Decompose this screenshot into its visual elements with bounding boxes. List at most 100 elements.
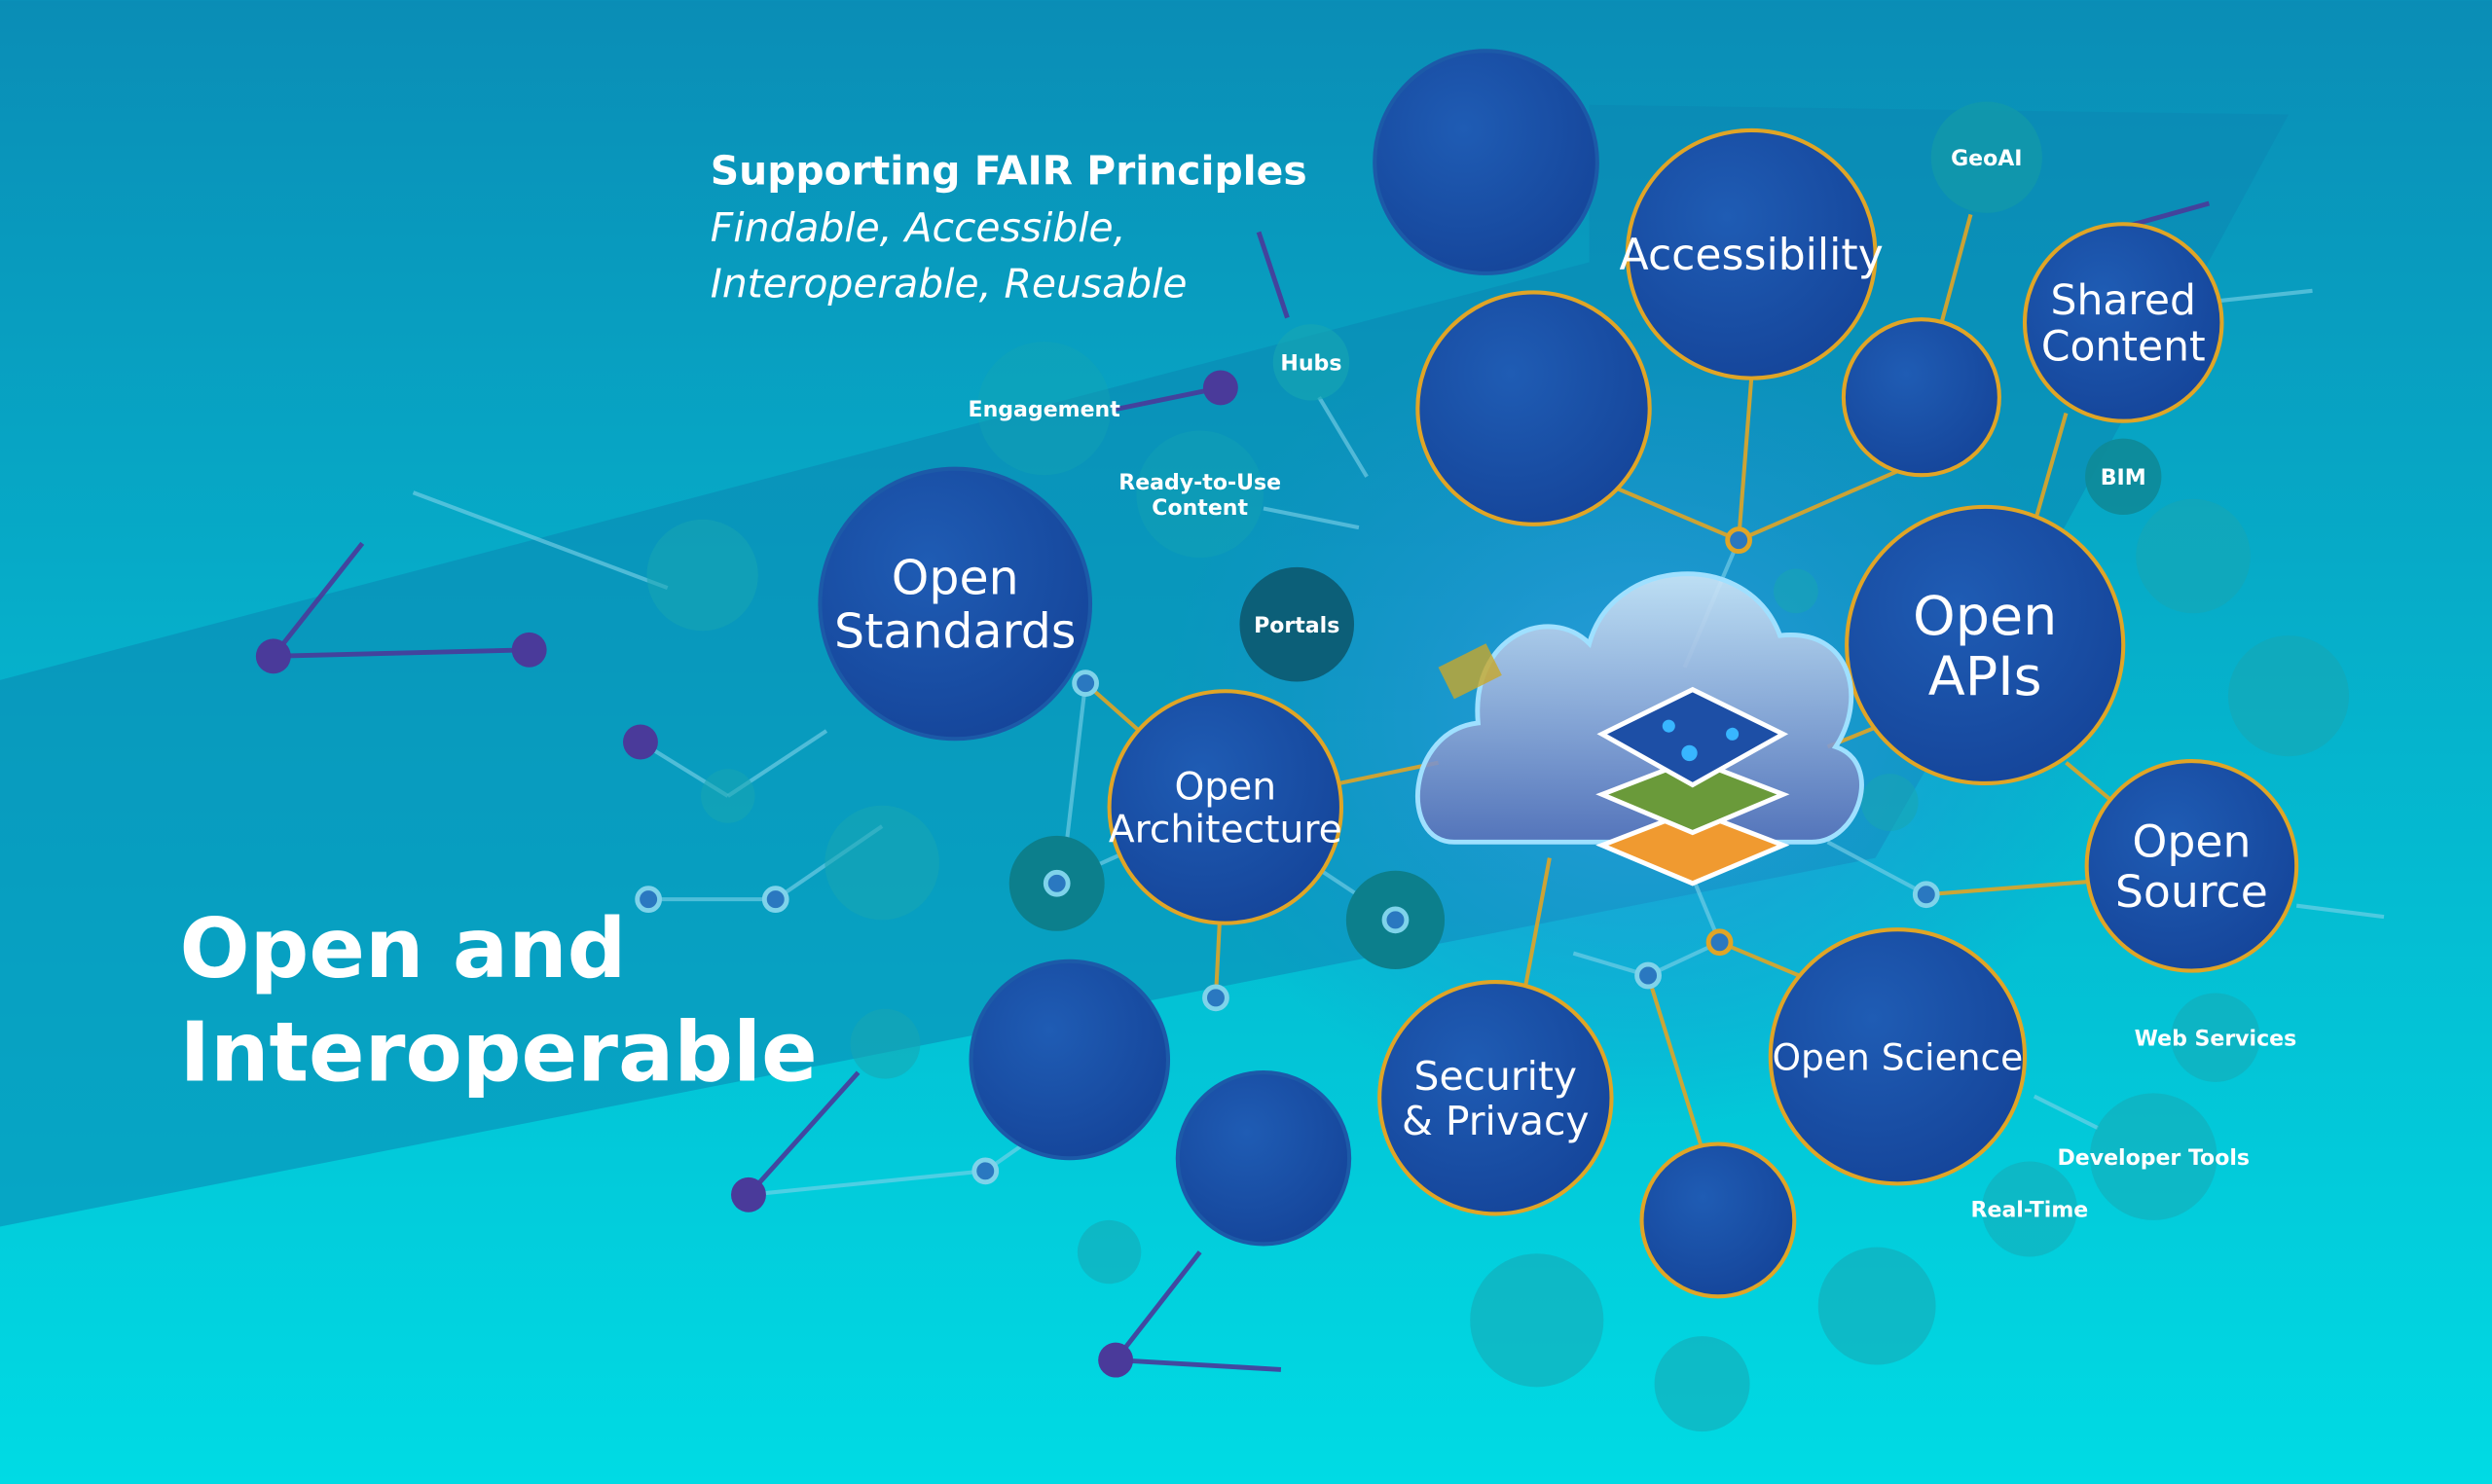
decor-circle bbox=[1817, 1247, 1936, 1365]
fair-title: Supporting FAIR Principles bbox=[711, 147, 1307, 194]
purple-dot bbox=[511, 632, 547, 668]
node-circle bbox=[2171, 993, 2260, 1082]
junction-node bbox=[1725, 526, 1752, 555]
node-label: GeoAI bbox=[1951, 147, 2022, 171]
node-circle bbox=[977, 342, 1112, 476]
node-label: Accessibility bbox=[1620, 231, 1884, 280]
connector-line bbox=[2033, 1094, 2100, 1131]
node-circle bbox=[1272, 324, 1350, 401]
decor-circle bbox=[825, 805, 939, 921]
decor-circle bbox=[1077, 1219, 1142, 1285]
blank-node bbox=[1415, 290, 1652, 526]
blank-node bbox=[1373, 49, 1599, 275]
node-circle bbox=[2022, 222, 2224, 423]
connector-line bbox=[2295, 903, 2385, 920]
blank-node bbox=[969, 959, 1171, 1161]
connector-line bbox=[1115, 1357, 1282, 1372]
node-label: Security bbox=[1414, 1053, 1578, 1100]
purple-dot bbox=[1202, 370, 1238, 406]
connector-line bbox=[2032, 412, 2069, 525]
connector-line bbox=[1256, 231, 1290, 319]
junction-node bbox=[761, 886, 789, 914]
connector-line bbox=[747, 1070, 861, 1197]
node-circle bbox=[1239, 566, 1355, 682]
connector-line bbox=[1112, 385, 1222, 413]
node-circle bbox=[818, 466, 1093, 742]
node-circle bbox=[1981, 1161, 2077, 1257]
node-bim[interactable]: BIM bbox=[2085, 438, 2162, 516]
node-label: Ready-to-Use bbox=[1118, 471, 1281, 495]
map-point bbox=[1726, 727, 1740, 741]
decor-circle bbox=[1470, 1253, 1604, 1388]
cloud-graphic bbox=[1414, 571, 1864, 887]
node-circle bbox=[1136, 430, 1264, 559]
junction-node bbox=[1008, 835, 1105, 931]
junction-node bbox=[1634, 961, 1662, 990]
node-label: Shared bbox=[2051, 277, 2196, 325]
map-point bbox=[1681, 744, 1698, 762]
connector-line bbox=[1738, 458, 1923, 543]
decor-circle bbox=[2136, 498, 2251, 614]
connector-line bbox=[748, 1169, 986, 1197]
node-circle bbox=[1625, 127, 1878, 380]
node-real-time[interactable]: Real-Time bbox=[1971, 1161, 2089, 1257]
node-label: Open Science bbox=[1772, 1035, 2023, 1078]
node-label: Open bbox=[892, 551, 1019, 606]
headline-line-2: Interoperable bbox=[179, 1004, 817, 1101]
node-accessibility[interactable]: Accessibility bbox=[1620, 127, 1884, 380]
node-label: Open bbox=[1913, 585, 2057, 648]
junction-node bbox=[1345, 870, 1446, 969]
node-label: Architecture bbox=[1109, 808, 1342, 851]
connector-line bbox=[1826, 840, 1927, 897]
node-developer-tools[interactable]: Developer Tools bbox=[2057, 1093, 2250, 1220]
connector-line bbox=[271, 541, 365, 658]
node-label: Portals bbox=[1254, 614, 1339, 638]
node-label: Source bbox=[2115, 866, 2268, 918]
map-layer-orange bbox=[1595, 808, 1790, 887]
headline-line-1: Open and bbox=[179, 901, 626, 997]
blank-node bbox=[1175, 1070, 1352, 1247]
node-engagement[interactable]: Engagement bbox=[969, 342, 1121, 476]
node-security-privacy[interactable]: Security& Privacy bbox=[1377, 979, 1614, 1216]
connector-line bbox=[273, 647, 530, 659]
blank-node bbox=[1639, 1141, 1797, 1299]
node-circle bbox=[1845, 504, 2126, 785]
connector-line bbox=[1317, 396, 1369, 478]
map-point bbox=[1662, 719, 1675, 733]
node-label: Open bbox=[2132, 816, 2251, 868]
node-portals[interactable]: Portals bbox=[1239, 566, 1355, 682]
node-geoai[interactable]: GeoAI bbox=[1930, 101, 2042, 213]
junction-node bbox=[635, 886, 662, 914]
node-circle bbox=[1107, 689, 1343, 925]
node-open-science[interactable]: Open Science bbox=[1768, 927, 2028, 1186]
node-label: Web Services bbox=[2135, 1027, 2297, 1051]
purple-dot bbox=[731, 1176, 766, 1213]
junction-node bbox=[971, 1157, 1000, 1185]
decor-circle bbox=[850, 1008, 921, 1079]
fair-line-1: Findable, Accessible, bbox=[711, 204, 1126, 251]
connector-line bbox=[412, 490, 669, 591]
connector-line bbox=[1523, 857, 1552, 986]
nodes: OpenStandardsOpenArchitectureAccessibili… bbox=[255, 49, 2350, 1432]
connector-line bbox=[1925, 880, 2087, 897]
purple-dot bbox=[623, 724, 658, 760]
decor-circle bbox=[1654, 1336, 1750, 1432]
connector-line bbox=[1263, 506, 1360, 530]
node-web-services[interactable]: Web Services bbox=[2135, 993, 2297, 1082]
decor-circle bbox=[701, 769, 755, 823]
node-label: Content bbox=[2041, 324, 2206, 372]
node-label: & Privacy bbox=[1402, 1098, 1590, 1144]
junction-node bbox=[1072, 670, 1099, 697]
cloud-icon bbox=[1414, 571, 1864, 845]
node-hubs[interactable]: Hubs bbox=[1272, 324, 1350, 401]
node-label: Developer Tools bbox=[2057, 1146, 2250, 1171]
connector-line bbox=[1114, 1250, 1202, 1362]
